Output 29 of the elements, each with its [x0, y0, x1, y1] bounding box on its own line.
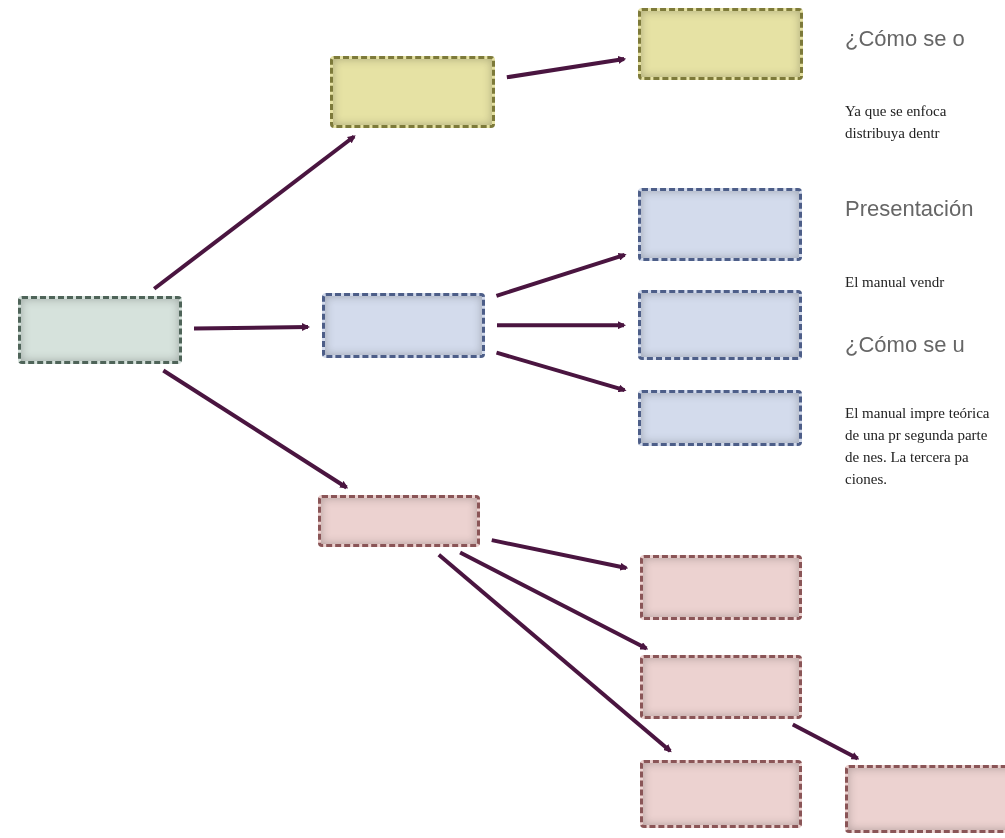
arrow — [791, 722, 860, 761]
paragraph: El manual vendr — [845, 273, 946, 292]
textured-box — [640, 655, 802, 719]
section-heading: ¿Cómo se o — [845, 25, 966, 53]
textured-box — [18, 296, 182, 364]
paragraph: El manual impre teórica de una pr segunda parte de nes. La tercera pa ciones. — [845, 404, 991, 489]
textured-box — [640, 760, 802, 828]
arrow — [497, 321, 626, 330]
section-heading: Presentación — [845, 195, 975, 223]
textured-box — [638, 188, 802, 261]
textured-box — [322, 293, 485, 358]
textured-box — [330, 56, 495, 128]
section-heading: ¿Cómo se u — [845, 331, 966, 359]
arrow — [495, 252, 627, 298]
textured-box — [845, 765, 1005, 833]
textured-box — [638, 290, 802, 360]
arrow — [459, 550, 649, 651]
arrow — [193, 323, 310, 331]
arrow — [162, 368, 349, 490]
textured-box — [638, 8, 803, 80]
textured-box — [638, 390, 802, 446]
arrow — [495, 350, 627, 393]
arrow — [491, 538, 629, 571]
paragraph: Ya que se enfoca distribuya dentr — [845, 102, 948, 143]
textured-box — [318, 495, 480, 547]
textured-box — [640, 555, 802, 620]
arrow — [152, 134, 356, 291]
arrow — [437, 553, 672, 753]
arrow — [506, 56, 627, 80]
